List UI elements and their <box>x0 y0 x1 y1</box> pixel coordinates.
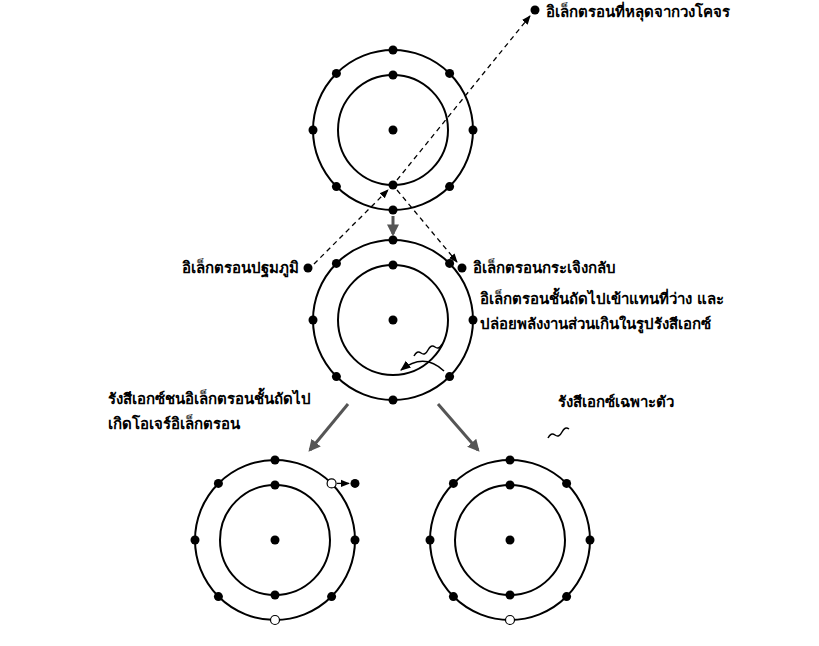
backscatter-electron-dot <box>458 264 467 273</box>
atom-transition <box>309 236 478 405</box>
annotation-label: อิเล็กตรอนกระเจิงกลับ <box>473 256 616 281</box>
atom-auger <box>191 456 360 625</box>
atom-xray <box>426 428 595 625</box>
ejected-electron-dot <box>531 6 540 15</box>
annotation-label: อิเล็กตรอนชั้นถัดไปเข้าแทนที่ว่าง และปล่… <box>480 287 742 337</box>
primary-electron-dot <box>304 264 313 273</box>
process-arrows <box>310 216 478 450</box>
annotation-label: อิเล็กตรอนที่หลุดจากวงโคจร <box>546 0 730 25</box>
annotation-label: รังสีเอกซ์ชนอิเล็กตรอนชั้นถัดไป เกิดโอเจ… <box>108 387 332 437</box>
atom-initial <box>309 46 478 215</box>
annotation-label: รังสีเอกซ์เฉพาะตัว <box>558 390 674 415</box>
annotation-label: อิเล็กตรอนปฐมภูมิ <box>182 256 299 281</box>
electron-paths <box>314 16 530 264</box>
